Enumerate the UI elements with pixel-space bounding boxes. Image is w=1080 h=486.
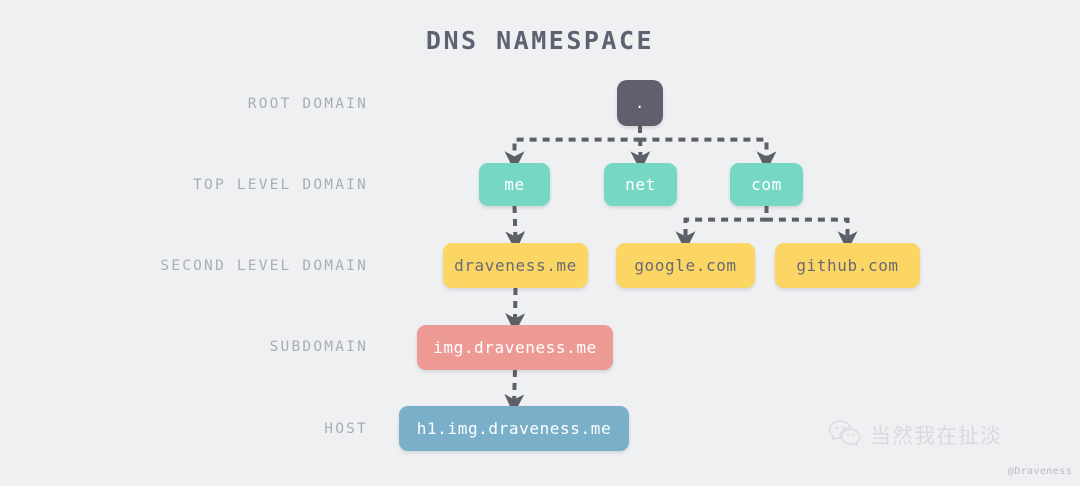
watermark-text: 当然我在扯淡 [870, 424, 1002, 448]
edge-me-to-draveness [505, 205, 526, 252]
row-label-root-domain: ROOT DOMAIN [246, 96, 368, 112]
row-label-second-level-domain: SECOND LEVEL DOMAIN [158, 258, 368, 274]
row-label-subdomain: SUBDOMAIN [268, 339, 368, 355]
node-tld-com[interactable]: com [730, 163, 803, 206]
node-sld-draveness-me[interactable]: draveness.me [443, 243, 588, 288]
node-label: me [504, 175, 525, 194]
node-tld-me[interactable]: me [479, 163, 550, 206]
node-label: com [751, 175, 782, 194]
node-label: draveness.me [454, 256, 577, 275]
node-label: github.com [796, 256, 899, 275]
edge-com-to-google [675, 206, 769, 252]
node-label: h1.img.draveness.me [416, 419, 612, 438]
node-tld-net[interactable]: net [604, 163, 677, 206]
node-host-h1-img-draveness-me[interactable]: h1.img.draveness.me [399, 406, 629, 451]
row-label-host: HOST [323, 421, 368, 437]
edge-com-to-github [764, 206, 858, 252]
edge-root-to-me [504, 126, 642, 172]
node-sld-github-com[interactable]: github.com [775, 243, 920, 288]
edge-img-to-h1 [504, 369, 525, 415]
watermark: 当然我在扯淡 [828, 420, 1002, 450]
row-label-text: SUBDOMAIN [269, 339, 368, 355]
row-label-text: ROOT DOMAIN [247, 96, 368, 112]
credit-text: @Draveness [1007, 466, 1072, 477]
page-title: DNS NAMESPACE [425, 26, 655, 55]
node-subdomain-img-draveness-me[interactable]: img.draveness.me [417, 325, 613, 370]
node-sld-google-com[interactable]: google.com [616, 243, 755, 288]
node-label: google.com [634, 256, 737, 275]
row-label-text: HOST [324, 421, 368, 437]
node-label: net [625, 175, 656, 194]
node-root[interactable]: . [617, 80, 663, 126]
row-label-top-level-domain: TOP LEVEL DOMAIN [192, 177, 368, 193]
edge-draveness-to-img [505, 287, 526, 334]
node-label: . [635, 94, 645, 112]
wechat-icon [828, 420, 862, 450]
edge-root-to-com [638, 126, 777, 172]
node-label: img.draveness.me [433, 338, 597, 357]
row-label-text: TOP LEVEL DOMAIN [193, 177, 368, 193]
row-label-text: SECOND LEVEL DOMAIN [160, 258, 368, 274]
edge-root-to-net [630, 125, 651, 172]
